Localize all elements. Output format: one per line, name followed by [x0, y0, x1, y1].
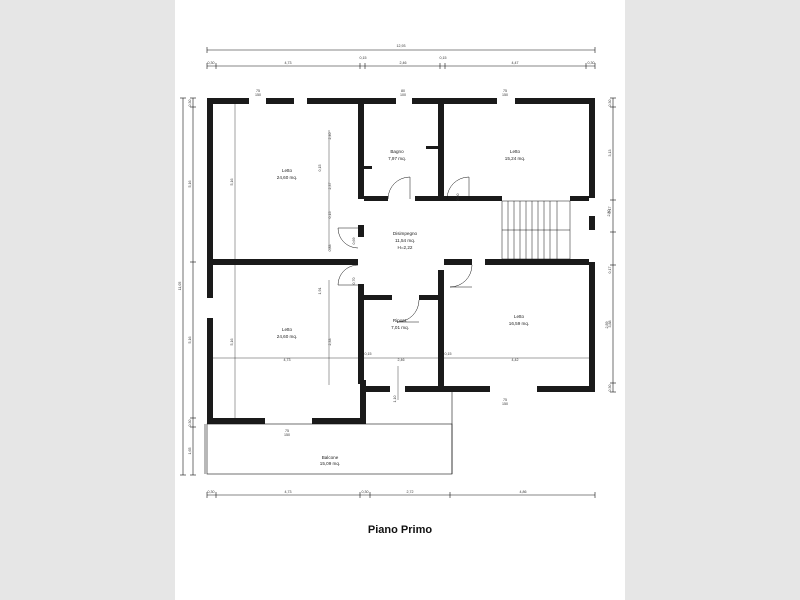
room-name-letto-nw: Letto — [282, 168, 293, 173]
room-height-disimpegno: H=2,22 — [398, 245, 413, 250]
dim-inner-12: 2,33 — [328, 339, 332, 346]
walls — [207, 98, 595, 424]
dim-left-2: 5,16 — [188, 337, 192, 344]
dim-inner-16: 0,60 — [456, 194, 460, 201]
dim-left-total: 11,05 — [178, 282, 182, 291]
window-mark-se-height: 150 — [502, 402, 508, 406]
staircase — [501, 200, 571, 260]
door-swing-letto-nw — [337, 227, 359, 249]
window-mark-ne-height: 150 — [502, 93, 508, 97]
room-area-letto-sw: 24,60 mq. — [277, 334, 297, 339]
door-swings — [337, 176, 473, 323]
dim-inner-4: 4,42 — [512, 358, 519, 362]
dim-top-1: 4,73 — [285, 61, 292, 65]
door-swing-letto-ne — [446, 176, 470, 200]
door-swing-letto-se — [449, 264, 473, 288]
dim-right-4: 3,88 — [608, 321, 612, 328]
dim-top-6: 0,30 — [588, 61, 595, 65]
dim-right-0: 0,30 — [608, 100, 612, 107]
dim-inner-8: 0,83 — [328, 245, 332, 252]
dim-inner-17: 0,70 — [352, 278, 356, 285]
dim-right-1: 3,13 — [608, 150, 612, 157]
room-name-letto-se: Letto — [514, 314, 525, 319]
dim-inner-6: 2,40 — [328, 133, 332, 140]
window-mark-sw-height: 150 — [284, 433, 290, 437]
dim-top-4: 0,15 — [440, 56, 447, 60]
room-area-bagno: 7,97 mq. — [388, 156, 406, 161]
dim-bottom-1: 4,73 — [285, 490, 292, 494]
dim-left-1: 5,16 — [188, 181, 192, 188]
door-swing-ripost — [396, 299, 420, 323]
dim-left-4: 1,65 — [188, 448, 192, 455]
dim-inner-14: 0,69 — [352, 238, 356, 245]
dim-top-total: 12,93 — [397, 44, 406, 48]
dim-top-0: 0,30 — [208, 61, 215, 65]
room-area-disimpegno: 11,54 mq. — [395, 238, 415, 243]
room-name-bagno: Bagno — [390, 149, 404, 154]
dim-top-3: 2,46 — [400, 61, 407, 65]
floor-plan: Letto 24,60 mq. Bagno 7,97 mq. Letto 15,… — [178, 44, 616, 498]
window-mark-se-width: 75 — [503, 398, 507, 402]
window-mark-small-height: 100 — [400, 93, 406, 97]
dim-inner-19: 2,50 — [607, 210, 611, 217]
dim-right-3: 0,17 — [608, 267, 612, 274]
dim-bottom-4: 4,86 — [520, 490, 527, 494]
dim-right-2: 0,17 — [608, 207, 612, 214]
window-mark-sw-width: 75 — [285, 429, 289, 433]
dim-bottom-3: 2,72 — [407, 490, 414, 494]
dim-inner-1: 0,15 — [365, 352, 372, 356]
dim-bottom-2: 0,30 — [362, 490, 369, 494]
window-mark-width: 75 — [256, 89, 260, 93]
dim-inner-2: 2,46 — [398, 358, 405, 362]
balcony — [204, 392, 453, 475]
dim-inner-18: 1,10 — [393, 396, 397, 403]
dim-inner-15: 2,89 — [605, 322, 609, 329]
room-area-letto-se: 16,59 mq. — [509, 321, 529, 326]
dim-inner-9: 5,16 — [230, 179, 234, 186]
drawing-caption: Piano Primo — [367, 524, 433, 536]
room-name-balcone: Balcone — [322, 455, 339, 460]
room-area-letto-ne: 15,24 mq. — [505, 156, 525, 161]
room-area-letto-nw: 24,60 mq. — [277, 175, 297, 180]
window-mark-height: 150 — [255, 93, 261, 97]
dim-bottom-0: 0,30 — [208, 490, 215, 494]
window-mark-ne-width: 75 — [503, 89, 507, 93]
room-area-balcone: 15,09 mq. — [320, 461, 340, 466]
room-name-ripost: Ripost. — [393, 318, 407, 323]
dim-inner-7: 2,37 — [328, 183, 332, 190]
dim-inner-0: 4,73 — [284, 358, 291, 362]
dim-left-3: 0,30 — [188, 420, 192, 427]
dim-top-2: 0,15 — [360, 56, 367, 60]
dim-inner-3: 0,15 — [445, 352, 452, 356]
dim-right-5: 0,30 — [608, 385, 612, 392]
dim-top-5: 4,47 — [512, 61, 519, 65]
room-name-letto-sw: Letto — [282, 327, 293, 332]
window-mark-small-width: 80 — [401, 89, 405, 93]
dim-inner-5: 0,15 — [328, 212, 332, 219]
dim-inner-13: 1,91 — [318, 288, 322, 295]
dim-inner-11: 0,15 — [318, 165, 322, 172]
door-swing-bagno — [387, 176, 411, 200]
drawing-sheet: Letto 24,60 mq. Bagno 7,97 mq. Letto 15,… — [175, 0, 625, 600]
dim-inner-10: 5,16 — [230, 339, 234, 346]
room-area-ripost: 7,01 mq. — [391, 325, 409, 330]
door-swing-letto-sw — [337, 264, 359, 286]
room-name-disimpegno: Disimpegno — [393, 231, 418, 236]
room-name-letto-ne: Letto — [510, 149, 521, 154]
dim-left-0: 0,30 — [188, 100, 192, 107]
